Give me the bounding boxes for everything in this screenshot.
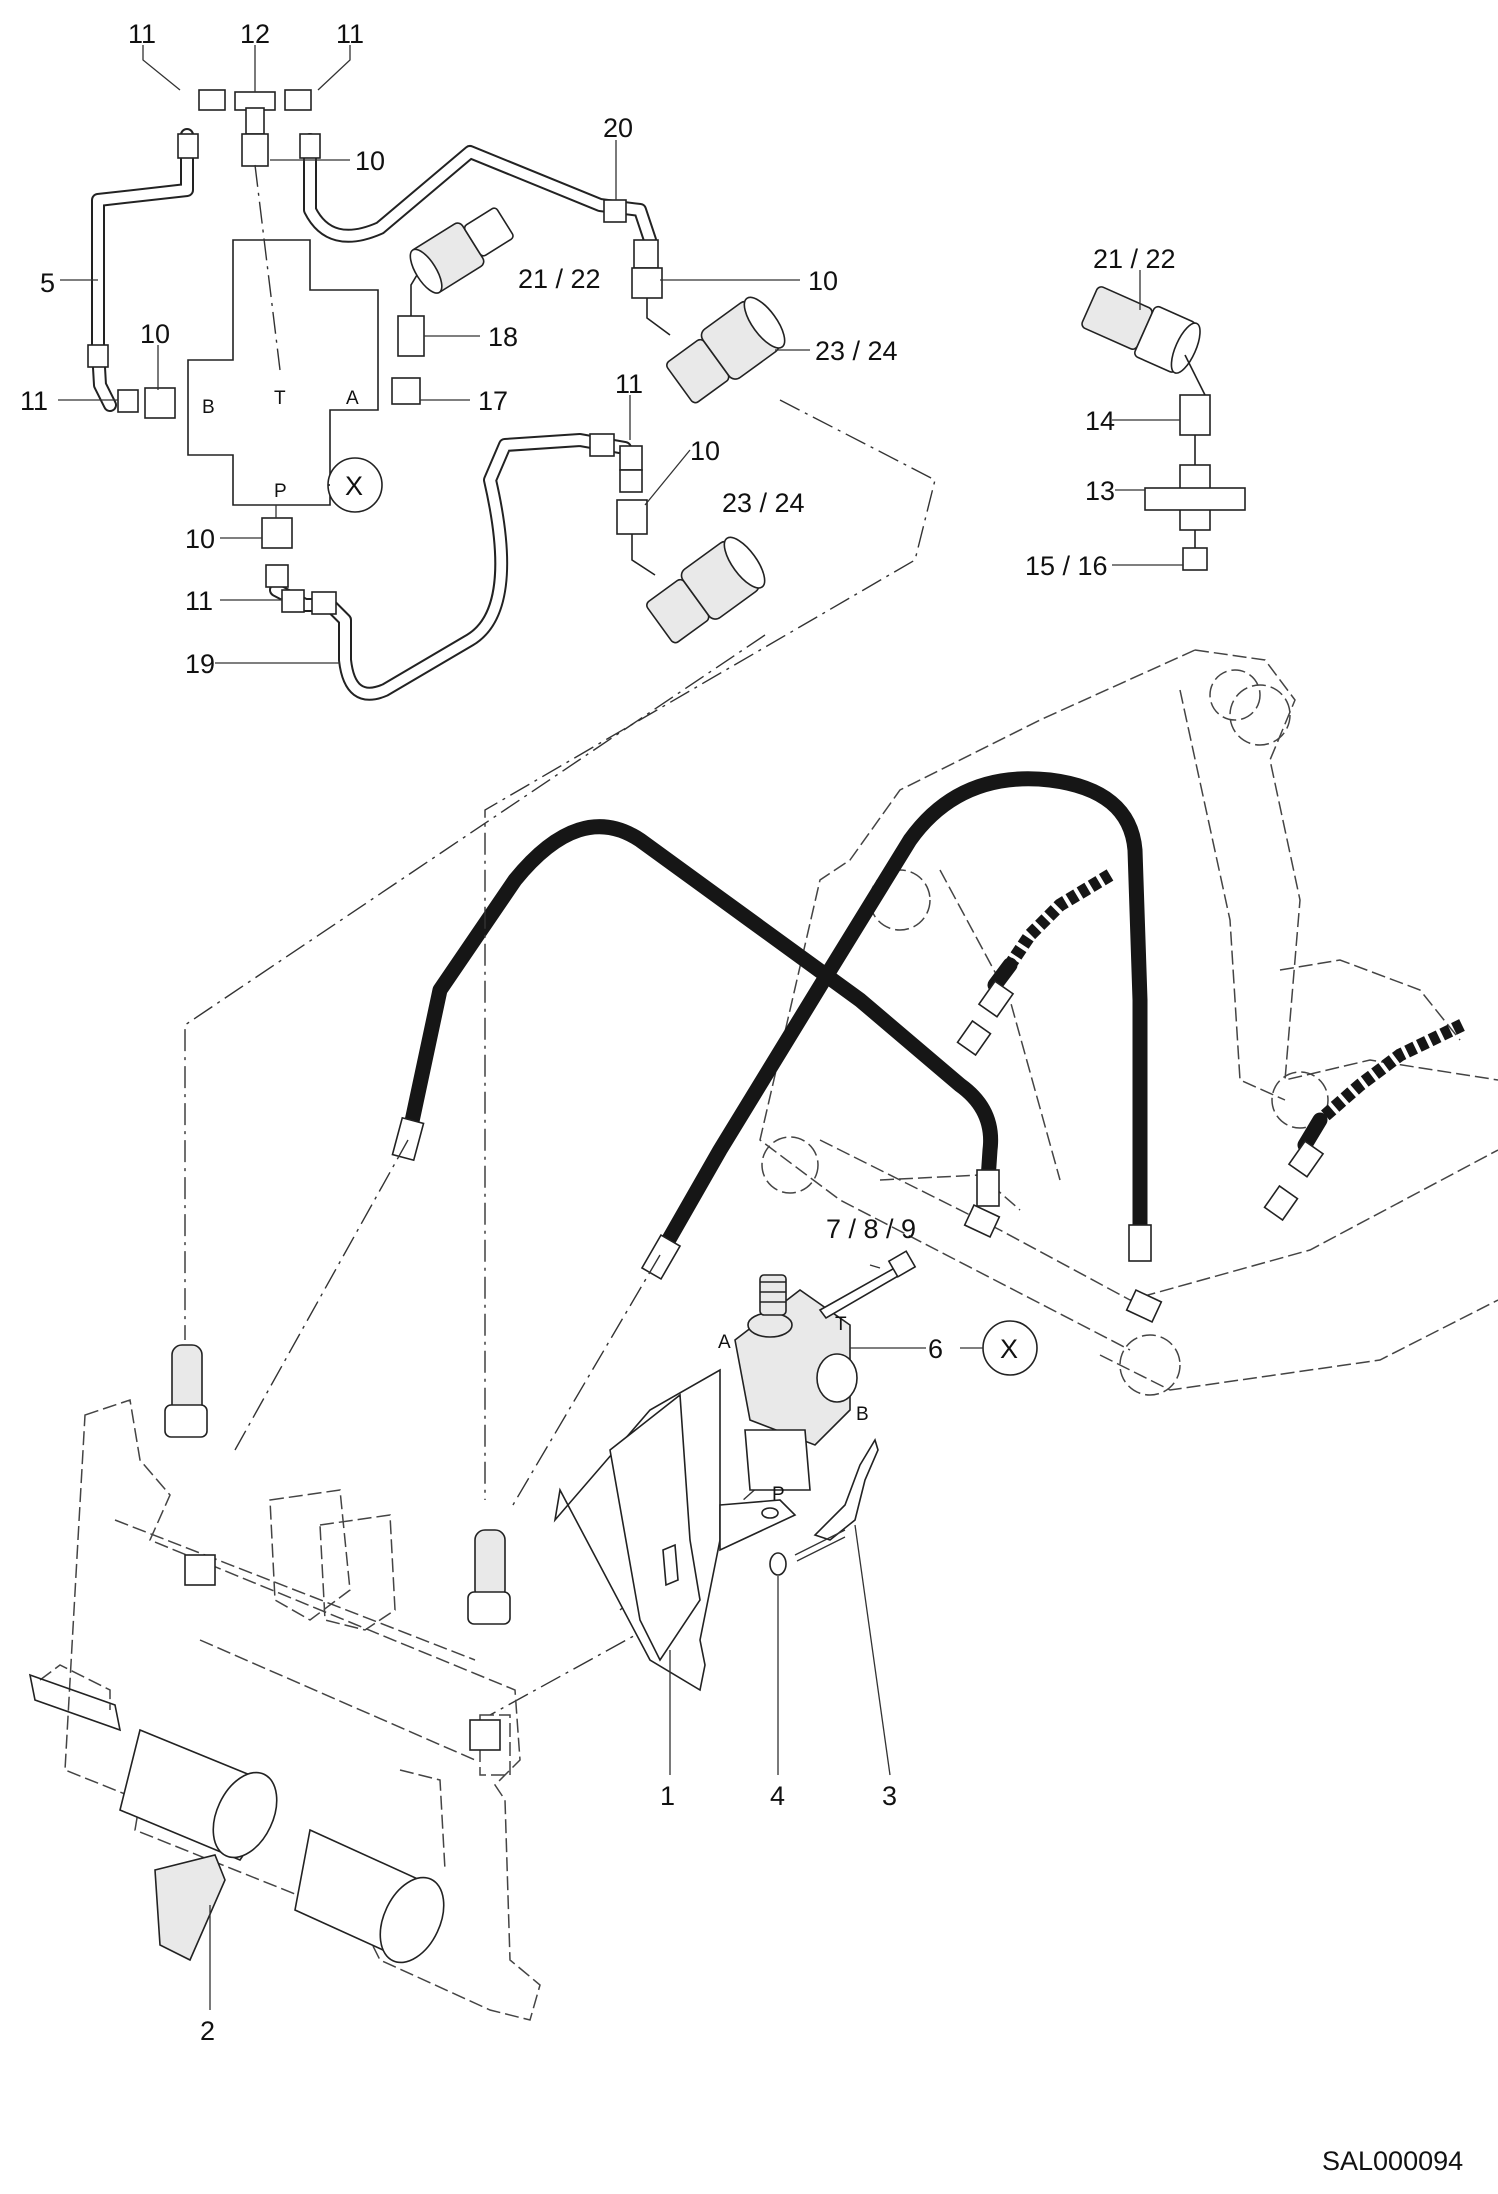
lever-3 [794,1438,879,1562]
detail-x-label-lower: X [1000,1334,1018,1364]
diverter-valve-6: A T B P X [718,1274,1038,1505]
callout-14: 14 [1085,406,1115,436]
elbow-fitting-11-mid [619,445,643,471]
bulkhead-fitting-10-right-upper [631,267,663,299]
callout-11-top-right: 11 [336,19,364,49]
mounting-bracket-1 [553,1368,797,1692]
callout-18: 18 [488,322,518,352]
quick-hitch-frame [39,1399,541,2021]
drawing-code: SAL000094 [1322,2146,1463,2176]
callout-21-22-right: 21 / 22 [1093,244,1176,274]
fitting-14 [1179,394,1211,436]
bulkhead-plate-13 [1144,487,1246,511]
callout-19: 19 [185,649,215,679]
callout-10-right-upper: 10 [808,266,838,296]
coupling-21-22-right [1081,286,1201,374]
elbow-fitting-11-right [284,89,312,111]
hydraulic-hoses [391,771,1163,1323]
check-valves [164,1344,511,1751]
callout-15-16: 15 / 16 [1025,551,1108,581]
bulkhead-fitting-10-left [144,387,176,419]
callout-4: 4 [770,1781,785,1811]
hitch-cylinders [28,1673,445,1964]
bulkhead-detail [1081,286,1246,571]
elbow-fitting-11-bottom [281,589,305,613]
bulkhead-fitting-10-mid [616,499,648,535]
elbow-fitting-11-left [198,89,226,111]
lower-port-p: P [772,1484,785,1505]
quick-coupling-23-24-mid [646,536,766,644]
lower-port-b: B [856,1404,869,1425]
elbow-fitting-20 [603,199,627,223]
upper-port-t: T [274,388,286,409]
fitting-18 [397,315,425,357]
callout-10-mid: 10 [690,436,720,466]
hose-end-right-a [976,1169,1000,1207]
callout-20: 20 [603,113,633,143]
callout-10-top: 10 [355,146,385,176]
callout-17: 17 [478,386,508,416]
bolt-7-8-9 [818,1263,907,1320]
upper-port-p: P [274,481,287,502]
hose-end-right-b [1128,1224,1152,1262]
callout-23-24-mid: 23 / 24 [722,488,805,518]
lower-port-t: T [835,1314,847,1335]
upper-port-b: B [202,397,215,418]
washer-4 [769,1552,787,1576]
hose-end-left-a [391,1116,425,1162]
callout-23-24-top: 23 / 24 [815,336,898,366]
callout-10-left: 10 [140,319,170,349]
hose-end-left-b [640,1233,682,1281]
callout-leaders [58,45,1183,2010]
callout-10-bottom-left: 10 [185,524,215,554]
callout-numbers: 11 12 11 10 20 5 21 / 22 10 18 10 23 / 2… [20,19,1176,2046]
coupling-21-22-top [409,207,514,294]
callout-13: 13 [1085,476,1115,506]
upper-port-a: A [346,388,359,409]
lower-port-a: A [718,1332,731,1353]
check-valve-right [474,1529,506,1601]
arm-hoses [956,869,1465,1222]
arm-hose-fittings [956,980,1325,1222]
callout-7-8-9: 7 / 8 / 9 [826,1214,916,1244]
quick-coupling-23-24-top [666,296,786,404]
upper-valve-block: B T A P X [187,239,383,513]
detail-x-label-upper: X [345,471,363,501]
callout-5: 5 [40,268,55,298]
wedge-part-2 [154,1854,226,1962]
callout-11-left: 11 [20,386,48,416]
callout-2: 2 [200,2016,215,2046]
callout-1: 1 [660,1781,675,1811]
nut-15-16 [1182,547,1208,571]
callout-21-22-top: 21 / 22 [518,264,601,294]
elbow-fitting-17 [391,377,421,405]
bulkhead-fitting-10-bottom [261,517,293,549]
callout-12: 12 [240,19,270,49]
callout-11-top-left: 11 [128,19,156,49]
callout-3: 3 [882,1781,897,1811]
callout-11-mid: 11 [615,369,643,399]
callout-6: 6 [928,1334,943,1364]
bulkhead-fitting-10-top [241,133,269,167]
loader-arm [759,649,1498,1396]
upper-tubes [87,89,786,701]
callout-11-bottom-left: 11 [185,586,213,616]
